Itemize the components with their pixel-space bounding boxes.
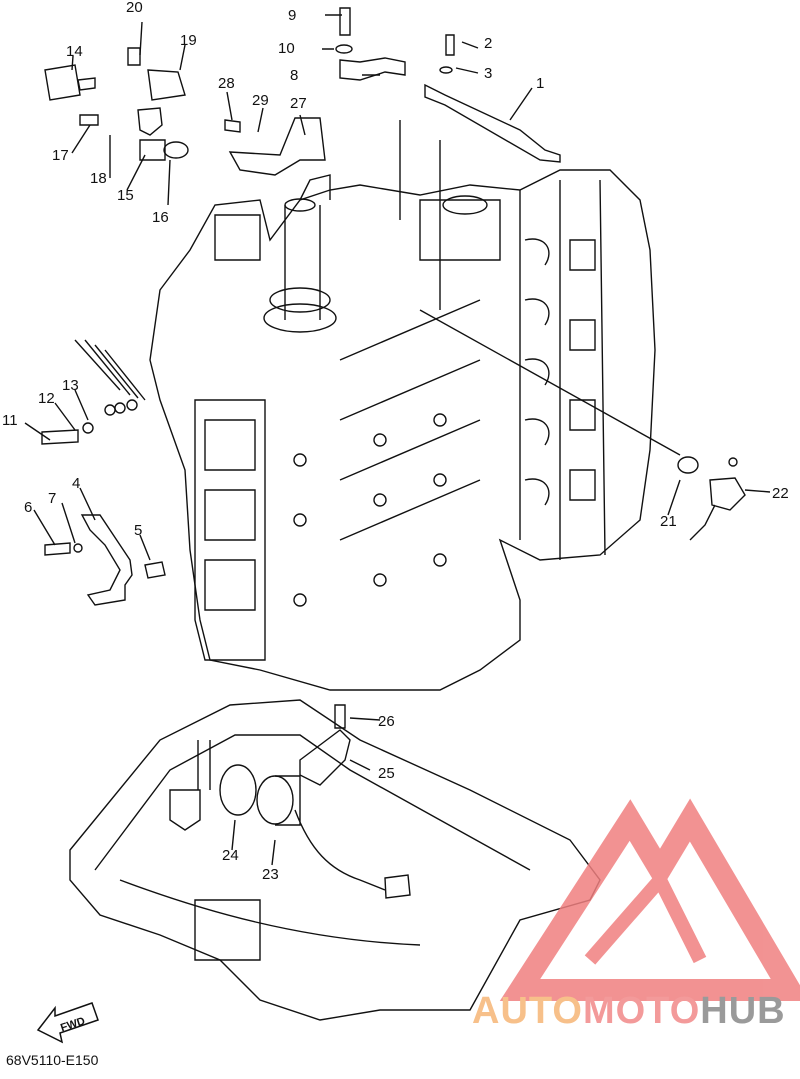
- part-label-14: 14: [66, 43, 83, 60]
- part-label-5: 5: [134, 522, 142, 539]
- part-label-24: 24: [222, 847, 239, 864]
- part-label-3: 3: [484, 65, 492, 82]
- watermark-logo: [499, 798, 800, 1001]
- part-label-23: 23: [262, 866, 279, 883]
- part-label-25: 25: [378, 765, 395, 782]
- part-label-2: 2: [484, 35, 492, 52]
- fwd-arrow-icon: FWD: [36, 1002, 99, 1044]
- part-label-18: 18: [90, 170, 107, 187]
- watermark-part-a: AUTO: [472, 990, 583, 1032]
- part-label-13: 13: [62, 377, 79, 394]
- part-label-11: 11: [2, 412, 18, 429]
- engine-block: [149, 169, 656, 691]
- part-label-9: 9: [288, 7, 296, 24]
- part-label-27: 27: [290, 95, 307, 112]
- part-label-12: 12: [38, 390, 55, 407]
- part-label-19: 19: [180, 32, 197, 49]
- part-label-15: 15: [117, 187, 134, 204]
- part-label-26: 26: [378, 713, 395, 730]
- part-label-20: 20: [126, 0, 143, 16]
- watermark-part-b: MOTO: [582, 990, 701, 1032]
- part-label-16: 16: [152, 209, 169, 226]
- part-label-8: 8: [290, 67, 298, 84]
- part-label-29: 29: [252, 92, 269, 109]
- part-label-17: 17: [52, 147, 69, 164]
- part-label-4: 4: [72, 475, 80, 492]
- part-label-28: 28: [218, 75, 235, 92]
- watermark-text: AUTOMOTOHUB: [472, 990, 786, 1033]
- part-label-10: 10: [278, 40, 295, 57]
- part-label-6: 6: [24, 499, 32, 516]
- lower-cowling: [69, 699, 601, 1021]
- part-label-7: 7: [48, 490, 56, 507]
- part-labels: 1234567891011121314151617181920212223242…: [2, 0, 789, 883]
- part-label-21: 21: [660, 513, 677, 530]
- part-label-22: 22: [772, 485, 789, 502]
- part-label-1: 1: [536, 75, 544, 92]
- watermark-part-c: HUB: [700, 990, 786, 1032]
- drawing-code: 68V5110-E150: [6, 1052, 99, 1068]
